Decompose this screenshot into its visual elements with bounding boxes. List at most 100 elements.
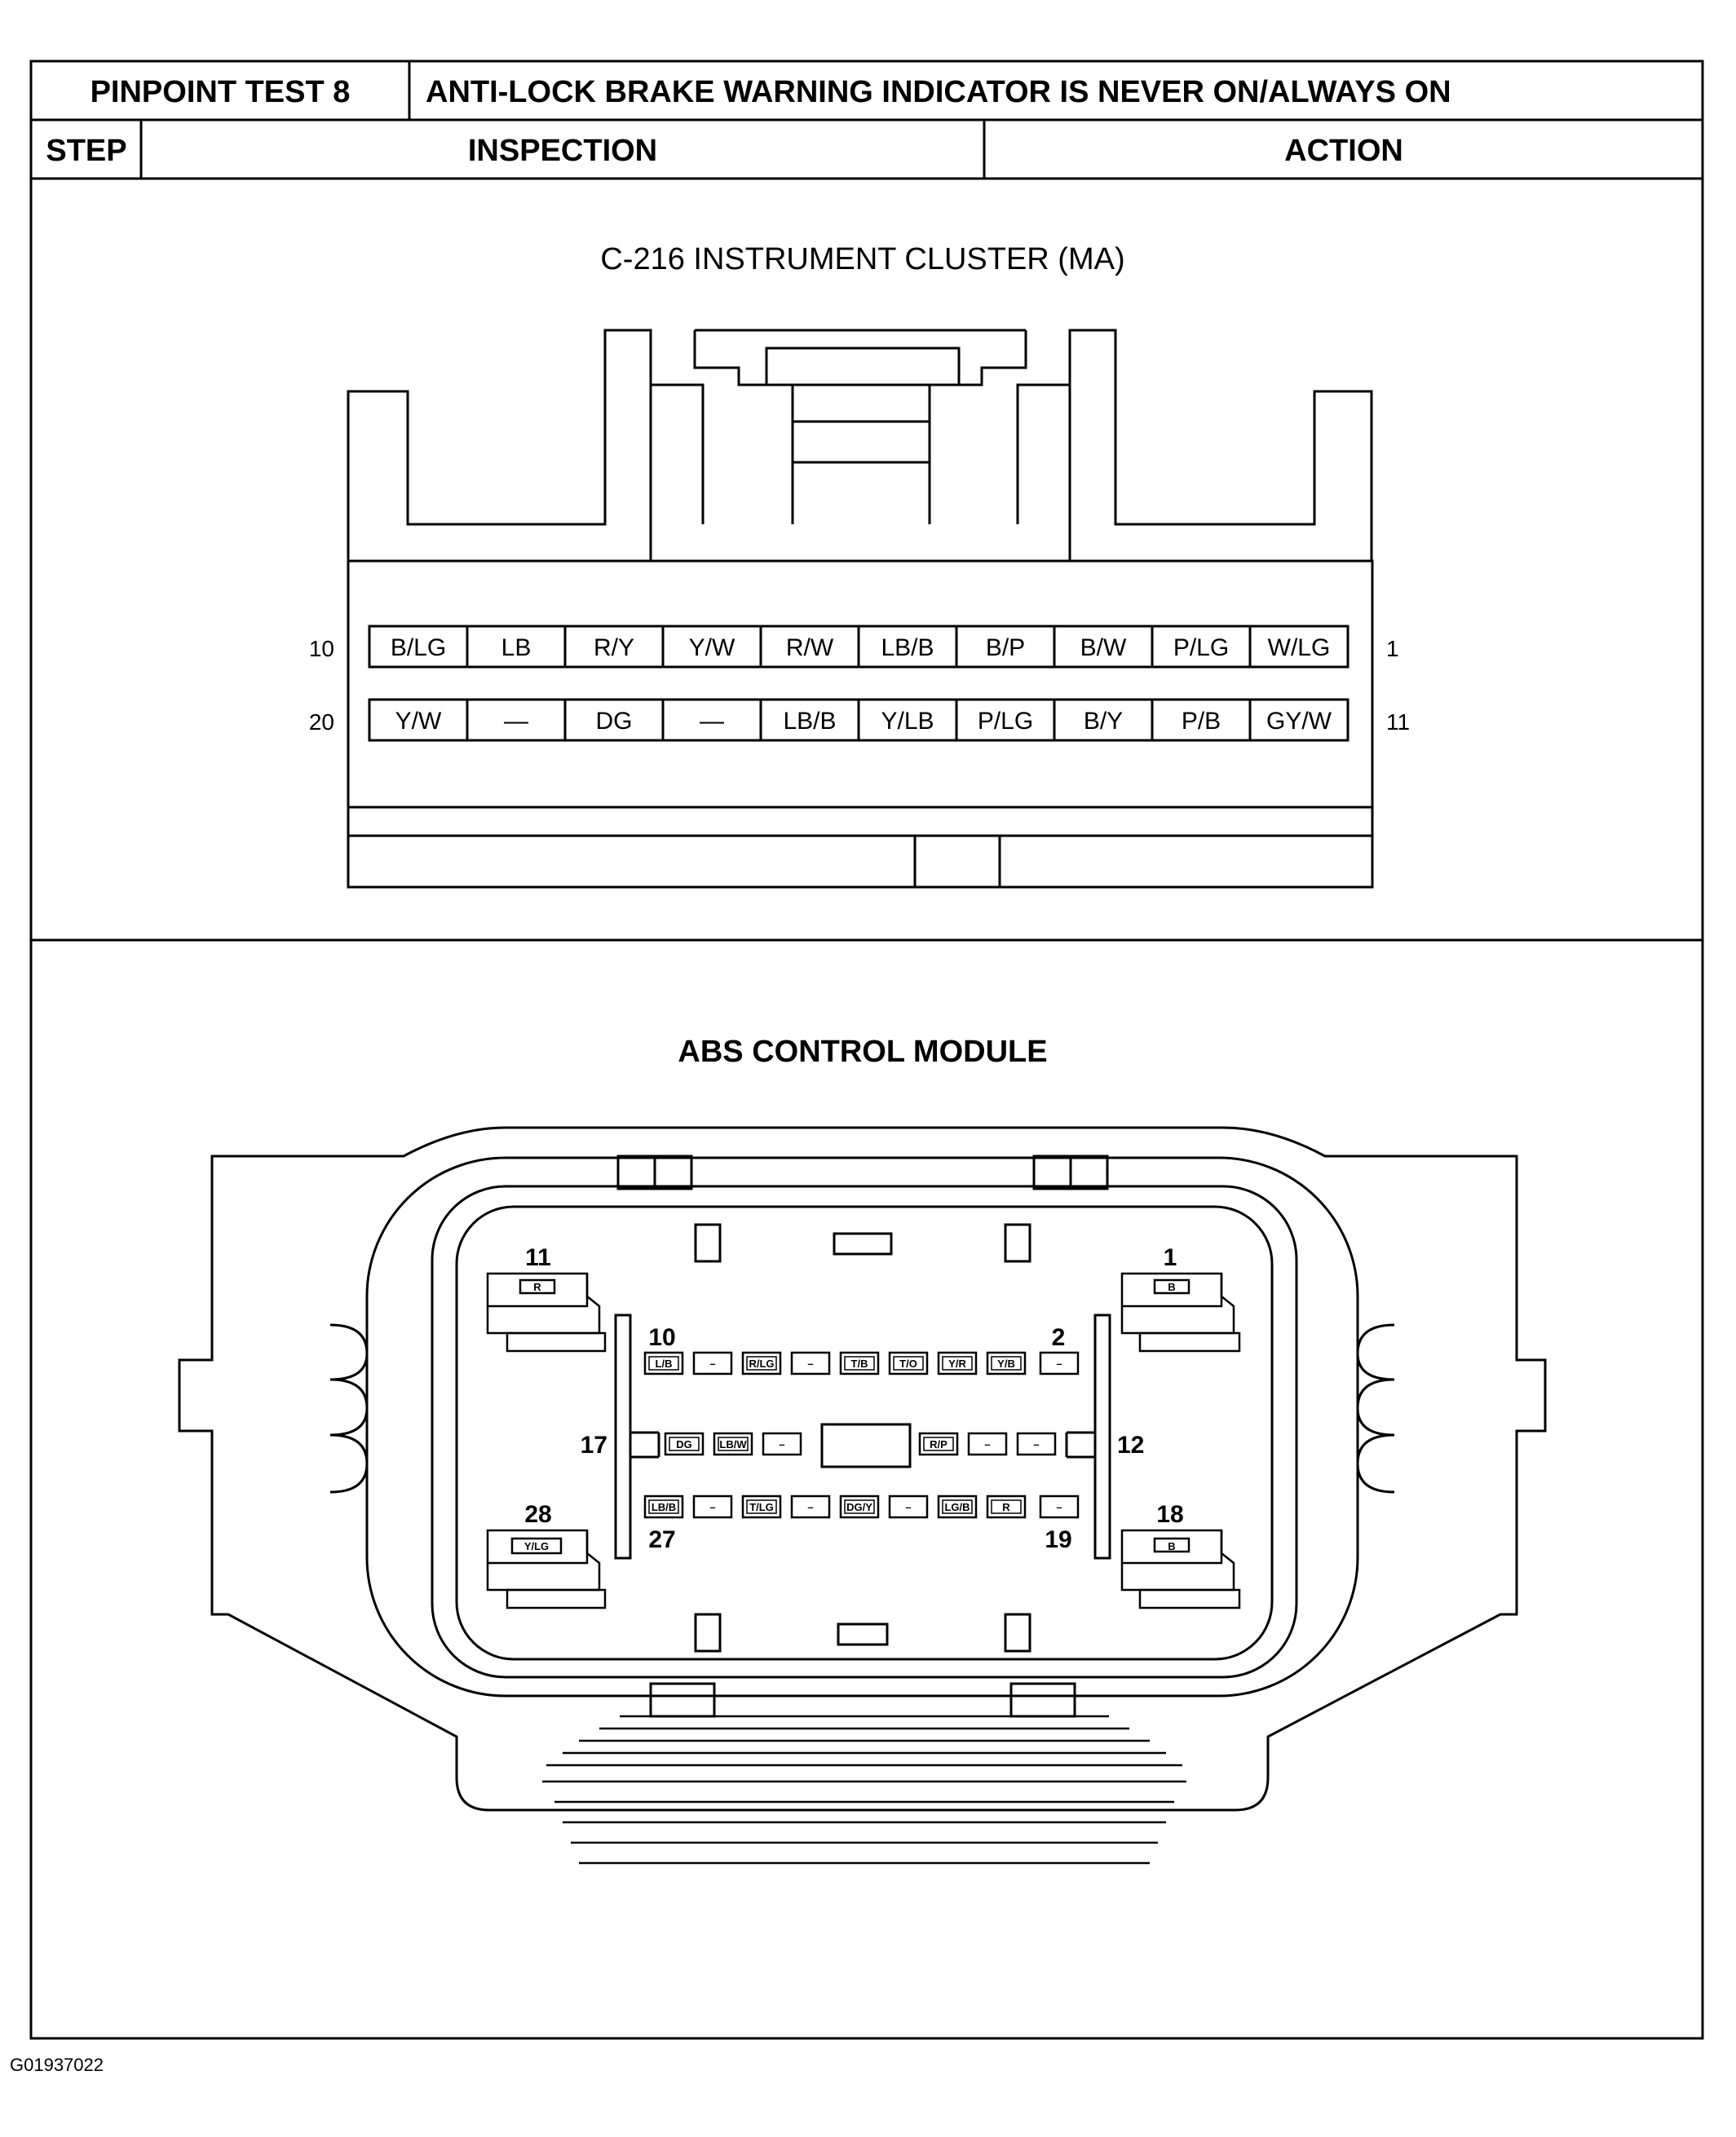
cluster-pin-20-label: 20 [309,709,334,735]
abs-pin-1-color: B [1168,1281,1175,1293]
abs-row-bottom-terminal-3-inner [746,1499,777,1514]
abs-pin-19-label: 19 [1045,1526,1071,1553]
abs-row-top-terminal-5-wire-color: T/B [851,1358,868,1370]
abs-pin-1-label: 1 [1164,1244,1177,1271]
cluster-row2-cell-11 [1248,698,1349,742]
abs-row-mid-right-terminal-1 [918,1432,959,1456]
abs-pin-10-label: 10 [648,1324,675,1351]
abs-row-bottom-terminal-2-wire-color: – [709,1501,715,1513]
cluster-row2-pin-14-wire-color: P/LG [978,708,1033,735]
abs-row-top-terminal-6-wire-color: T/O [899,1358,917,1370]
cluster-row1-pin-8-wire-color: R/Y [594,634,634,661]
abs-row-top-terminal-8-wire-color: Y/B [997,1358,1015,1370]
cluster-row1-pin-7-wire-color: Y/W [689,634,735,661]
abs-row-bottom-terminal-8-wire-color: R [1002,1501,1010,1513]
abs-row-top-terminal-9 [1039,1351,1080,1375]
abs-pin-18-label: 18 [1156,1501,1183,1528]
abs-pin-27-label: 27 [648,1526,675,1553]
abs-row-bottom-terminal-1 [643,1495,684,1519]
abs-large-terminal-28 [486,1529,607,1609]
abs-row-mid-left-terminal-3 [762,1432,802,1456]
abs-row-top-terminal-4 [790,1351,831,1375]
inspection-column-header: INSPECTION [468,134,657,168]
abs-row-top-terminal-5 [839,1351,880,1375]
figure-id: G01937022 [10,2055,104,2075]
test-title: ANTI-LOCK BRAKE WARNING INDICATOR IS NEV… [426,75,1451,109]
cluster-row1-pin-9-wire-color: LB [501,634,532,661]
abs-row-bottom-terminal-6 [888,1495,929,1519]
abs-pin-18-color: B [1168,1540,1175,1552]
cluster-row2-pin-18-wire-color: DG [596,708,633,735]
abs-pin-28-color: Y/LG [524,1540,549,1552]
action-column-header: ACTION [1284,134,1403,168]
cluster-row1-cell-1 [1248,625,1349,669]
cluster-row1-pin-5-wire-color: LB/B [881,634,934,661]
abs-row-top-terminal-8 [986,1351,1027,1375]
abs-row-top-terminal-9-wire-color: – [1056,1358,1062,1370]
abs-row-mid-left-terminal-3-wire-color: – [779,1438,784,1450]
abs-row-mid-right-terminal-1-wire-color: R/P [930,1438,948,1450]
abs-row-bottom-terminal-4 [790,1495,831,1519]
abs-row-bottom-terminal-8-inner [991,1499,1022,1514]
cluster-connector-outline [347,329,1374,889]
abs-large-terminal-11 [486,1272,607,1353]
cluster-row2-pin-16-wire-color: LB/B [783,708,836,735]
abs-row-mid-left-terminal-1 [664,1432,705,1456]
abs-connector-ribs [542,1715,1186,1865]
abs-row-bottom-terminal-3-wire-color: T/LG [749,1501,774,1513]
abs-row-bottom-terminal-1-inner [648,1499,679,1514]
abs-pin-11-color: R [533,1281,541,1293]
abs-row-mid-left-terminal-2-inner [718,1437,749,1451]
abs-row-top-terminal-3 [741,1351,782,1375]
abs-large-terminal-1 [1120,1272,1241,1353]
abs-row-bottom-terminal-7 [937,1495,978,1519]
abs-row-bottom-terminal-2 [692,1495,733,1519]
abs-row-top-terminal-6 [888,1351,929,1375]
cluster-row2-pin-13-wire-color: B/Y [1084,708,1123,735]
abs-pin-12-label: 12 [1117,1432,1144,1459]
abs-row-bottom-terminal-7-inner [942,1499,973,1514]
abs-row-top-terminal-7-inner [942,1356,973,1371]
cluster-pin-11-label: 11 [1386,709,1410,735]
abs-row-bottom-terminal-5 [839,1495,880,1519]
abs-row-top-terminal-3-inner [746,1356,777,1371]
abs-row-top-terminal-7 [937,1351,978,1375]
abs-row-top-terminal-8-inner [991,1356,1022,1371]
abs-row-bottom-terminal-9 [1039,1495,1080,1519]
abs-row-bottom-terminal-4-wire-color: – [807,1501,813,1513]
abs-row-mid-right-terminal-3 [1016,1432,1057,1456]
abs-row-mid-left-terminal-2 [713,1432,753,1456]
abs-row-mid-right-terminal-2-wire-color: – [984,1438,990,1450]
abs-module-title: ABS CONTROL MODULE [678,1035,1047,1069]
abs-pin-17-label: 17 [581,1432,607,1459]
cluster-row1-pin-4-wire-color: B/P [986,634,1025,661]
abs-row-top-terminal-4-wire-color: – [807,1358,813,1370]
abs-row-mid-left-terminal-1-wire-color: DG [676,1438,692,1450]
abs-connector-outline [178,1126,1547,1812]
abs-row-bottom-terminal-9-wire-color: – [1056,1501,1062,1513]
cluster-row2-pin-19-wire-color: — [504,708,528,735]
abs-row-bottom-terminal-6-wire-color: – [905,1501,911,1513]
cluster-row1-pin-6-wire-color: R/W [786,634,834,661]
abs-row-mid-right-terminal-2 [967,1432,1008,1456]
abs-large-terminal-18 [1120,1529,1241,1609]
abs-row-top-terminal-2 [692,1351,733,1375]
cluster-connector-title: C-216 INSTRUMENT CLUSTER (MA) [600,242,1124,276]
abs-row-top-terminal-2-wire-color: – [709,1358,715,1370]
abs-row-mid-right-terminal-1-inner [923,1437,954,1451]
abs-row-mid-left-terminal-1-inner [669,1437,700,1451]
abs-row-top-terminal-5-inner [844,1356,875,1371]
abs-pin-28-label: 28 [524,1501,551,1528]
cluster-row2-pin-12-wire-color: P/B [1182,708,1221,735]
abs-pin-11-label: 11 [525,1244,551,1271]
cluster-row2-pin-17-wire-color: — [700,708,724,735]
abs-row-bottom-terminal-5-wire-color: DG/Y [846,1501,872,1513]
cluster-row2-pin-11-wire-color: GY/W [1266,708,1332,735]
abs-row-bottom-terminal-5-inner [844,1499,875,1514]
abs-row-top-terminal-1-inner [648,1356,679,1371]
